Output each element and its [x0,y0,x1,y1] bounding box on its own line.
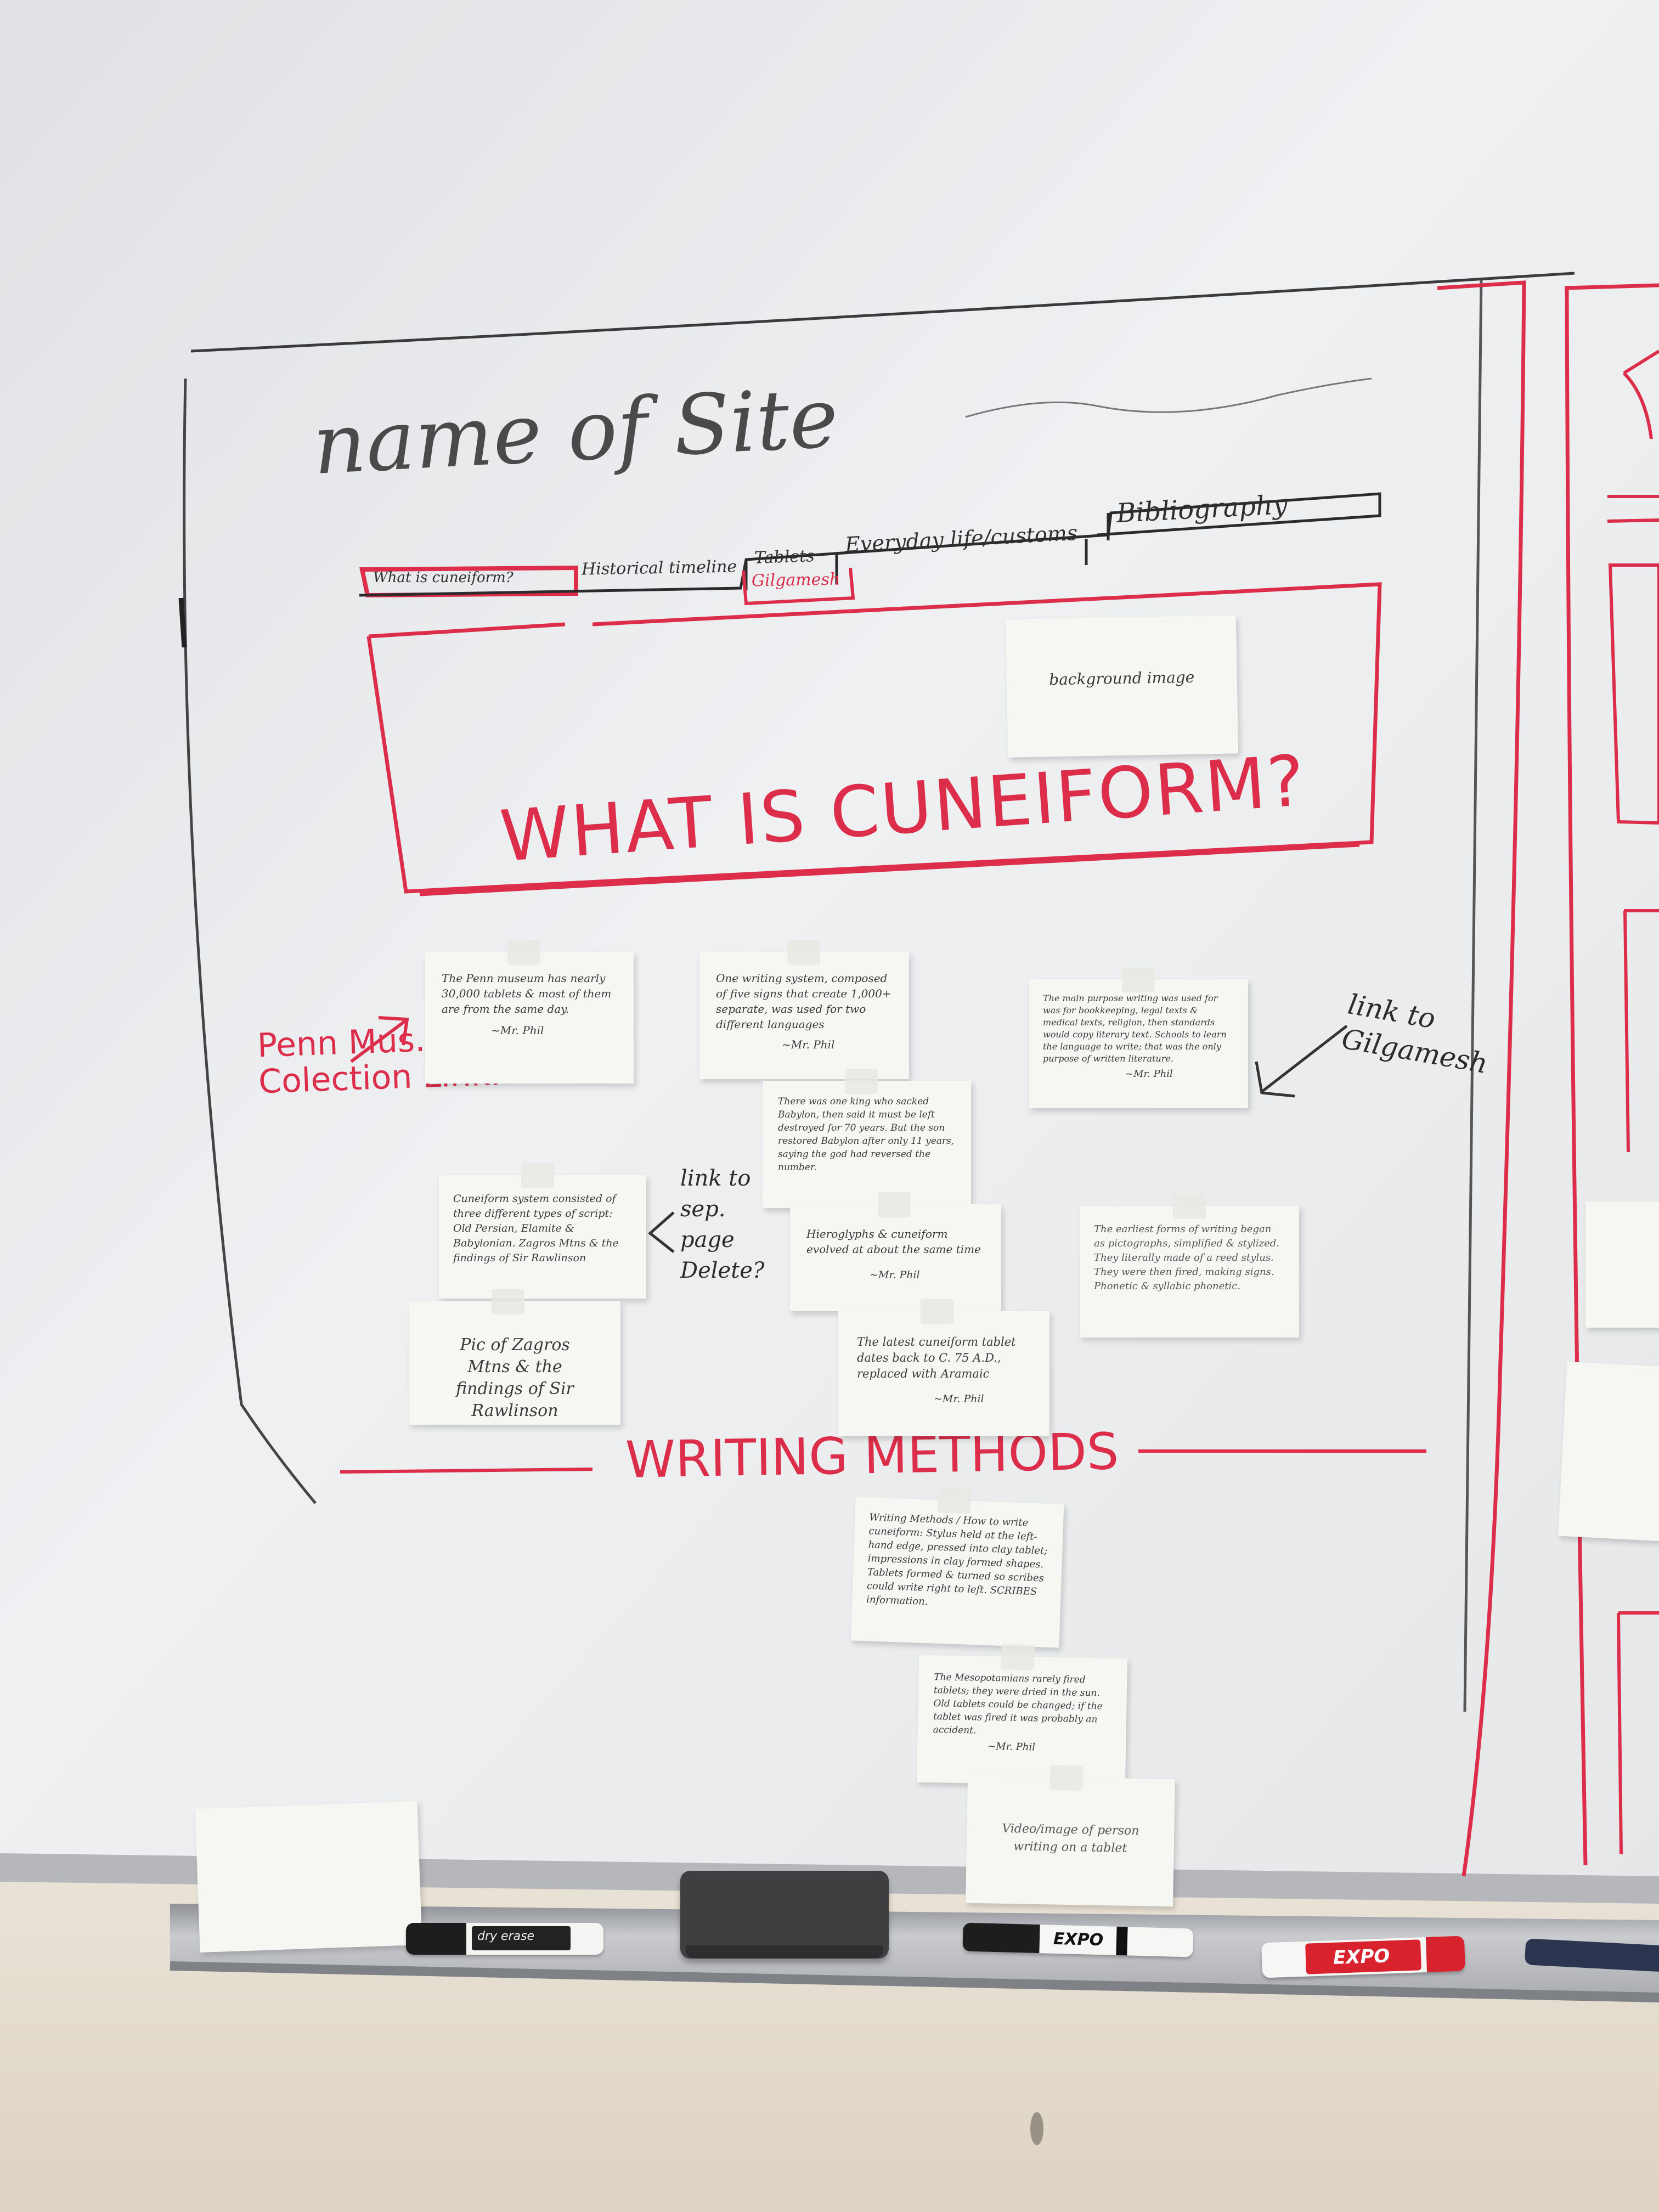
link-to-sep-page-label: link to sep. page Delete? [680,1163,765,1286]
marker-label-band [472,1926,571,1950]
marker-sub-label: dry erase [477,1929,535,1943]
hero-outline [366,582,1382,894]
ledge-edge [170,1961,1659,2002]
sep-page-arrow [648,1211,675,1253]
note-babylon-king: There was one king who sacked Babylon, t… [763,1069,971,1208]
note-text: Cuneiform system consisted of three diff… [453,1193,619,1264]
marker-band [1116,1926,1128,1956]
eraser[interactable] [680,1871,889,1959]
marker-brand-label: EXPO [1053,1929,1104,1950]
red-frame-next-left [1565,287,1588,1866]
page-right-line [1463,279,1483,1712]
nav-subitem-gilgamesh[interactable]: Gilgamesh [751,569,840,591]
note-writing-purpose: The main purpose writing was used for wa… [1029,967,1248,1108]
note-text: The main purpose writing was used for wa… [1043,993,1227,1064]
nav-item-what-is-cuneiform[interactable]: What is cuneiform? [373,569,514,586]
note-text: One writing system, composed of five sig… [716,972,891,1031]
black-marker-center[interactable]: EXPO [962,1922,1194,1957]
note-signature: ~Mr. Phil [870,1269,920,1281]
tape [1049,1765,1084,1791]
tape [521,1163,554,1188]
red-next-hero [1608,563,1659,825]
note-partial-right-1 [1585,1201,1659,1328]
red-frame-next-top [1564,283,1659,290]
nav-dividers [744,513,1110,590]
tape [845,1069,878,1094]
writing-rule-left [340,1468,593,1474]
note-text: The latest cuneiform tablet dates back t… [857,1335,1016,1380]
note-partial-right-2 [1558,1361,1659,1543]
note-text: The Penn museum has nearly 30,000 tablet… [442,972,612,1015]
title-swoosh [965,377,1372,418]
black-marker-left[interactable]: dry erase [406,1923,603,1955]
tape [921,1299,953,1324]
note-mesopotamian-tablets: The Mesopotamians rarely fired tablets; … [917,1644,1127,1786]
gilgamesh-arrow [1255,1025,1348,1098]
tape [507,940,540,965]
tape [1001,1644,1035,1671]
background-image-label: background image [1048,668,1195,689]
note-latest-tablet: The latest cuneiform tablet dates back t… [838,1299,1049,1436]
tape [878,1192,911,1217]
nav-active-box [359,565,578,598]
red-next-block-2 [1617,1611,1659,1855]
note-signature: ~Mr. Phil [934,1393,984,1405]
tape [787,940,820,965]
marker-cap [406,1923,466,1955]
note-writing-methods: Writing Methods / How to write cuneiform… [850,1487,1064,1648]
note-signature: ~Mr. Phil [987,1740,1036,1753]
tape [937,1487,972,1514]
page-top-line [190,272,1575,353]
penn-arrow [350,1016,409,1063]
note-hieroglyphs: Hieroglyphs & cuneiform evolved at about… [790,1192,1001,1311]
tape [1122,967,1155,992]
marker-cap [962,1922,1040,1954]
note-penn-museum-tablets: The Penn museum has nearly 30,000 tablet… [425,940,634,1084]
note-blank-ledge [195,1801,422,1953]
note-text: Writing Methods / How to write cuneiform… [866,1511,1048,1608]
page-left-tick [178,597,187,648]
note-cuneiform-scripts: Cuneiform system consisted of three diff… [439,1163,646,1299]
note-text: The earliest forms of writing began as p… [1094,1223,1280,1292]
note-earliest-writing: The earliest forms of writing began as p… [1080,1194,1299,1338]
note-text: Hieroglyphs & cuneiform evolved at about… [806,1227,981,1256]
link-to-sep-page-text: link to sep. page Delete? [680,1166,765,1283]
note-text: Pic of Zagros Mtns & the findings of Sir… [456,1335,574,1420]
red-marker[interactable]: EXPO [1261,1936,1466,1978]
note-writing-system: One writing system, composed of five sig… [699,940,909,1079]
tape [1173,1194,1206,1219]
note-text: There was one king who sacked Babylon, t… [778,1096,955,1173]
hero-underline [419,843,1360,896]
red-next-block [1623,909,1659,1153]
red-next-nav [1607,495,1659,523]
nav-item-tablets[interactable]: Tablets [754,546,815,568]
board-surface [0,0,1659,1876]
tape [492,1289,524,1314]
eraser-felt [686,1945,883,1959]
page-left-line [183,378,317,1504]
note-video-writing: Video/image of person writing on a table… [966,1765,1175,1907]
note-text: Video/image of person writing on a table… [1002,1821,1139,1855]
red-frame-right [1437,280,1526,1877]
nav-sub-box [742,567,855,606]
red-marker-brand-label: EXPO [1333,1945,1390,1969]
red-next-letter [1622,349,1659,439]
nav-item-historical-timeline[interactable]: Historical timeline [581,557,737,579]
note-signature: ~Mr. Phil [1125,1068,1173,1080]
wall-mark [1030,2112,1043,2145]
note-zagros-pic: Pic of Zagros Mtns & the findings of Sir… [409,1289,620,1425]
note-background-image: background image [1005,615,1239,758]
note-signature: ~Mr. Phil [782,1038,835,1051]
note-text: The Mesopotamians rarely fired tablets; … [933,1672,1103,1736]
note-signature: ~Mr. Phil [491,1024,544,1037]
marker-cap [1425,1936,1466,1972]
